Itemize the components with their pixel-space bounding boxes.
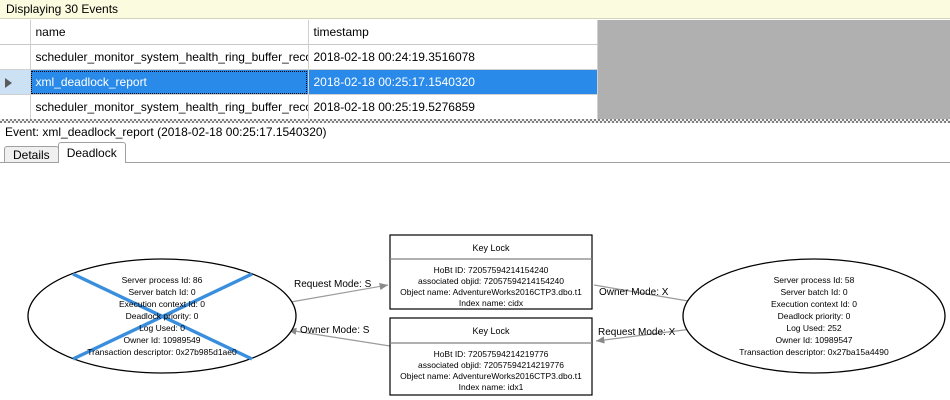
resource-bottom-line-2: associated objid: 72057594214219776 xyxy=(418,360,564,370)
tab-deadlock-label: Deadlock xyxy=(66,146,117,160)
edge-label-owner-s: Owner Mode: S xyxy=(300,325,370,336)
process-left-line-4: Deadlock priority: 0 xyxy=(126,311,199,321)
tab-bar[interactable]: Details Deadlock xyxy=(0,141,950,163)
process-left-line-7: Transaction descriptor: 0x27b985d1ae0 xyxy=(87,347,237,357)
process-node-right[interactable]: Server process Id: 58 Server batch Id: 0… xyxy=(682,258,946,374)
process-right-line-5: Log Used: 252 xyxy=(786,323,842,333)
row-selector[interactable] xyxy=(0,44,31,70)
event-header: Event: xml_deadlock_report (2018-02-18 0… xyxy=(0,123,950,141)
resource-node-bottom-key-lock[interactable]: Key Lock HoBt ID: 72057594214219776 asso… xyxy=(389,317,593,396)
grid-header-row: name timestamp xyxy=(0,20,598,45)
tab-details-label: Details xyxy=(13,148,50,162)
resource-bottom-line-1: HoBt ID: 72057594214219776 xyxy=(434,349,549,359)
process-left-line-3: Execution context Id: 0 xyxy=(119,299,205,309)
tab-deadlock[interactable]: Deadlock xyxy=(57,142,126,163)
process-right-line-4: Deadlock priority: 0 xyxy=(778,311,851,321)
edge-label-owner-x: Owner Mode: X xyxy=(599,287,669,298)
process-left-line-6: Owner Id: 10989549 xyxy=(123,335,200,345)
cell-name[interactable]: scheduler_monitor_system_health_ring_buf… xyxy=(30,94,309,120)
cell-timestamp[interactable]: 2018-02-18 00:25:17.1540320 xyxy=(308,69,598,95)
row-selector[interactable] xyxy=(0,69,31,95)
event-header-label: Event: xml_deadlock_report (2018-02-18 0… xyxy=(5,125,327,139)
horizontal-splitter[interactable] xyxy=(0,119,950,123)
process-right-line-1: Server process Id: 58 xyxy=(774,275,855,285)
process-right-line-6: Owner Id: 10989547 xyxy=(775,335,852,345)
resource-top-line-2: associated objid: 72057594214154240 xyxy=(418,276,564,286)
process-left-line-1: Server process Id: 86 xyxy=(122,275,203,285)
events-grid-panel[interactable]: name timestamp scheduler_monitor_system_… xyxy=(0,19,950,120)
edge-owner-x: Owner Mode: X xyxy=(593,284,701,306)
row-selector-triangle-icon xyxy=(5,77,12,88)
edge-request-s: Request Mode: S xyxy=(284,279,389,304)
events-grid[interactable]: name timestamp scheduler_monitor_system_… xyxy=(0,20,598,120)
process-left-line-2: Server batch Id: 0 xyxy=(128,287,195,297)
edge-label-request-s: Request Mode: S xyxy=(294,279,372,290)
resource-bottom-line-3: Object name: AdventureWorks2016CTP3.dbo.… xyxy=(400,371,582,381)
resource-top-line-4: Index name: cidx xyxy=(459,298,524,308)
cell-timestamp[interactable]: 2018-02-18 00:24:19.3516078 xyxy=(308,44,598,70)
deadlock-graph-canvas[interactable]: Request Mode: S Owner Mode: X Owner Mode… xyxy=(0,162,950,400)
grid-corner-header[interactable] xyxy=(0,20,31,45)
cell-timestamp[interactable]: 2018-02-18 00:25:19.5276859 xyxy=(308,94,598,120)
table-row[interactable]: scheduler_monitor_system_health_ring_buf… xyxy=(0,94,598,120)
edge-label-request-x: Request Mode: X xyxy=(598,327,676,338)
cell-name[interactable]: scheduler_monitor_system_health_ring_buf… xyxy=(30,44,309,70)
process-right-line-3: Execution context Id: 0 xyxy=(771,299,857,309)
edge-owner-s: Owner Mode: S xyxy=(287,325,391,347)
column-header-timestamp[interactable]: timestamp xyxy=(308,20,598,45)
process-right-line-2: Server batch Id: 0 xyxy=(780,287,847,297)
process-left-line-5: Log Used: 0 xyxy=(139,323,185,333)
table-row-selected[interactable]: xml_deadlock_report 2018-02-18 00:25:17.… xyxy=(0,69,598,95)
edge-request-x: Request Mode: X xyxy=(595,327,701,344)
table-row[interactable]: scheduler_monitor_system_health_ring_buf… xyxy=(0,44,598,70)
cell-name[interactable]: xml_deadlock_report xyxy=(30,69,309,95)
process-right-line-7: Transaction descriptor: 0x27ba15a4490 xyxy=(739,347,889,357)
resource-top-line-1: HoBt ID: 72057594214154240 xyxy=(434,265,549,275)
resource-top-line-3: Object name: AdventureWorks2016CTP3.dbo.… xyxy=(400,287,582,297)
column-header-name[interactable]: name xyxy=(30,20,309,45)
victim-cross-line-2 xyxy=(72,272,253,361)
resource-node-top-key-lock[interactable]: Key Lock HoBt ID: 72057594214154240 asso… xyxy=(389,234,593,310)
events-count-banner: Displaying 30 Events xyxy=(0,0,950,19)
row-selector[interactable] xyxy=(0,94,31,120)
process-node-left[interactable]: Server process Id: 86 Server batch Id: 0… xyxy=(27,258,297,374)
resource-bottom-line-4: Index name: idx1 xyxy=(459,382,524,392)
resource-bottom-title: Key Lock xyxy=(472,326,510,336)
resource-top-title: Key Lock xyxy=(472,243,510,253)
tab-details[interactable]: Details xyxy=(4,146,59,163)
events-count-label: Displaying 30 Events xyxy=(6,2,119,16)
